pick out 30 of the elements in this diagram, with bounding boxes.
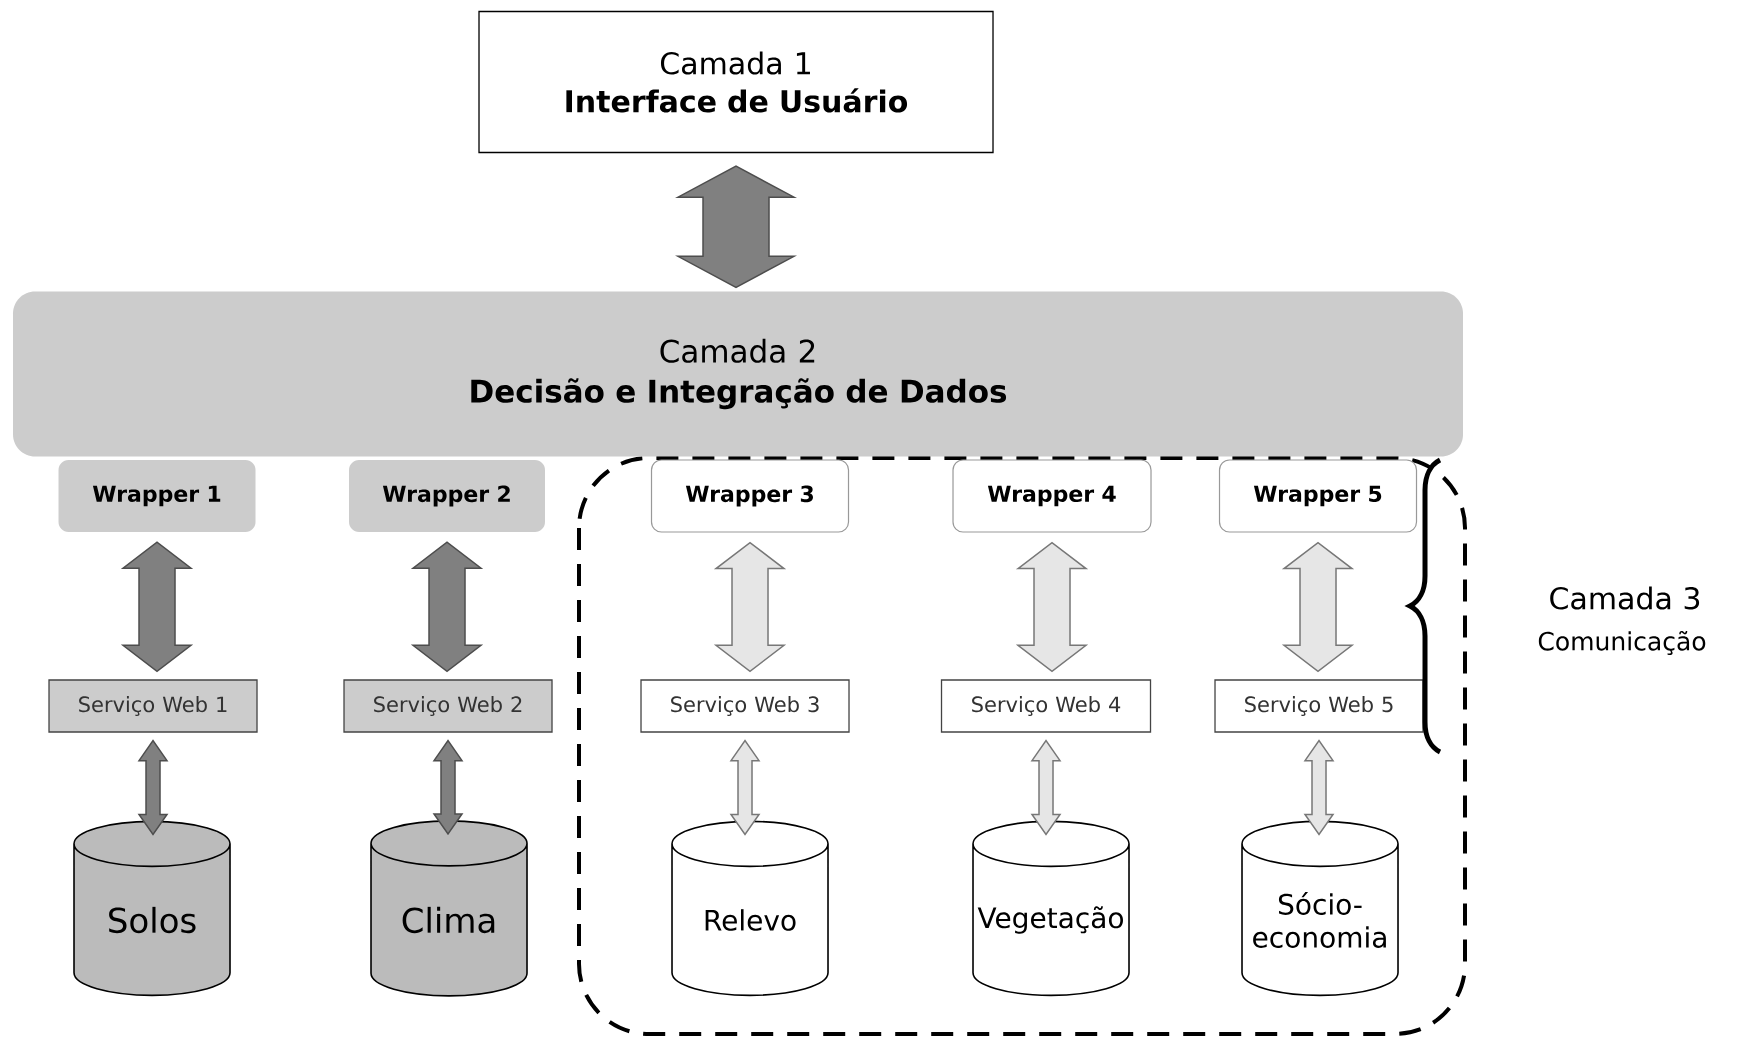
database-cylinder: Relevo	[671, 820, 829, 997]
wrapper-box: Wrapper 2	[349, 460, 545, 532]
wrapper-box: Wrapper 5	[1218, 459, 1418, 533]
database-cylinder: Clima	[370, 820, 528, 997]
wrapper-box: Wrapper 3	[650, 459, 850, 533]
layer-band: Camada 2 Decisão e Integração de Dados	[13, 291, 1463, 457]
double-arrow	[1303, 739, 1335, 836]
wrapper-box: Wrapper 4	[952, 459, 1152, 533]
double-arrow	[713, 541, 787, 673]
double-arrow	[1015, 541, 1089, 673]
double-arrow	[675, 165, 797, 289]
double-arrow	[1281, 541, 1355, 673]
service-box: Serviço Web 5	[1214, 679, 1424, 733]
double-arrow	[137, 739, 169, 836]
double-arrow	[120, 541, 194, 673]
database-cylinder: Solos	[73, 820, 231, 997]
double-arrow	[729, 739, 761, 836]
layer-label: Comunicação	[1538, 630, 1706, 656]
wrapper-box: Wrapper 1	[58, 460, 256, 532]
service-box: Serviço Web 1	[48, 679, 258, 733]
database-cylinder: Vegetação	[972, 820, 1130, 997]
database-cylinder: Sócio-economia	[1241, 820, 1399, 997]
service-box: Serviço Web 3	[640, 679, 850, 733]
layer-box: Camada 1 Interface de Usuário	[478, 10, 994, 154]
layer-label: Camada 3	[1550, 586, 1700, 610]
double-arrow	[432, 739, 464, 836]
double-arrow	[1030, 739, 1062, 836]
service-box: Serviço Web 2	[343, 679, 553, 733]
double-arrow	[410, 541, 484, 673]
service-box: Serviço Web 4	[940, 679, 1152, 733]
